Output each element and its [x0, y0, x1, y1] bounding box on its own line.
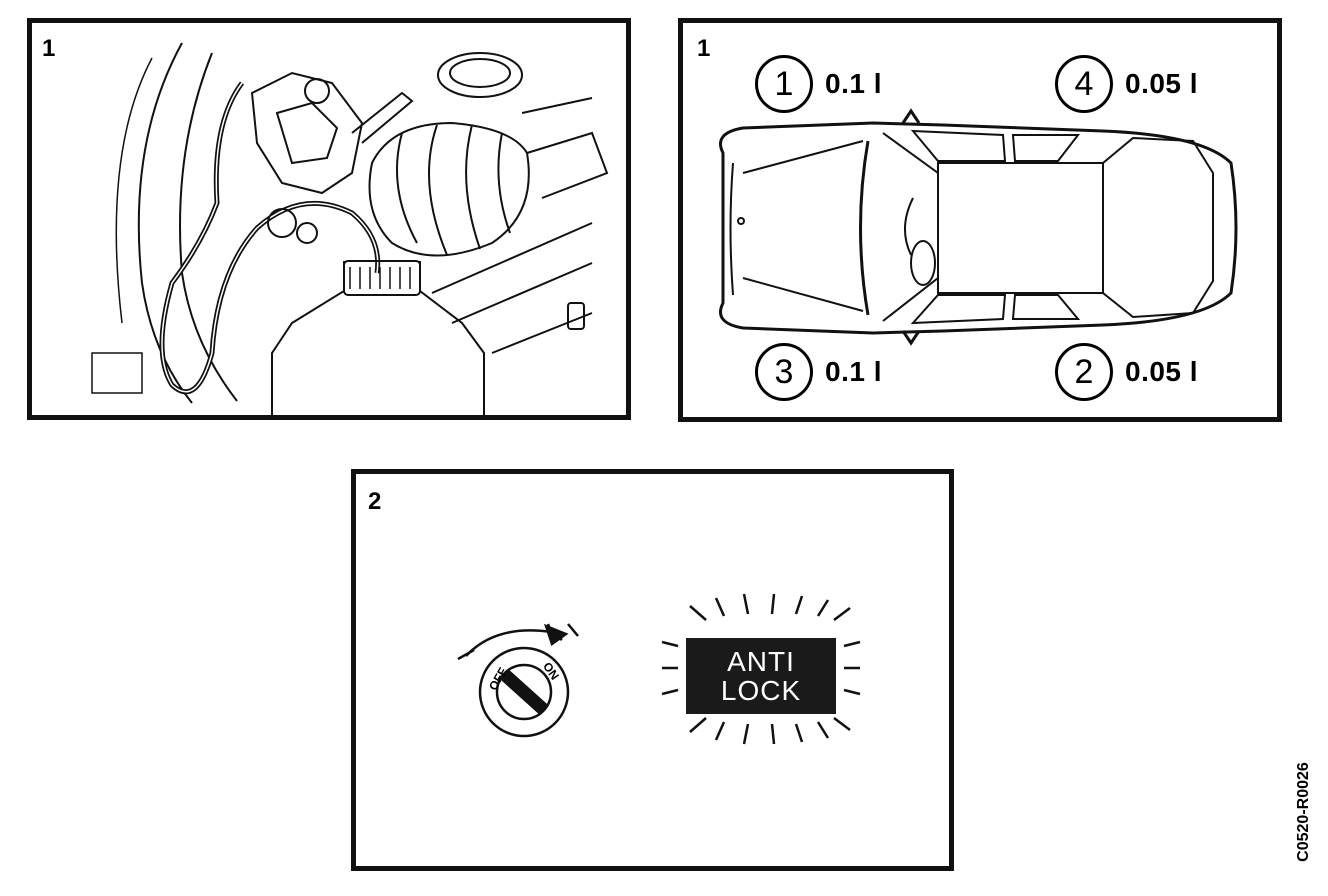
- wheel-1-number: 1: [755, 55, 813, 113]
- anti-lock-warning-light: ANTI LOCK: [686, 638, 836, 714]
- wheel-2-number: 2: [1055, 343, 1113, 401]
- wheel-4-number: 4: [1055, 55, 1113, 113]
- warning-line-1: ANTI: [727, 645, 795, 677]
- ignition-switch-drawing: [457, 623, 579, 738]
- wheel-4-quantity: 0.05 l: [1125, 68, 1199, 99]
- wheel-fluid-quantity-panel: 1 1 0.1 l 4 0.05 l 3 0.1 l 2 0.05 l: [678, 18, 1282, 422]
- wheel-1-label: 1 0.1 l: [755, 55, 882, 113]
- wheel-3-label: 3 0.1 l: [755, 343, 882, 401]
- panel-number: 2: [368, 488, 382, 515]
- wheel-2-quantity: 0.05 l: [1125, 356, 1199, 387]
- warning-line-2: LOCK: [720, 675, 802, 706]
- wheel-1-quantity: 0.1 l: [825, 68, 882, 99]
- reference-code: C0520-R0026: [1295, 762, 1312, 862]
- wheel-3-number: 3: [755, 343, 813, 401]
- panel-number: 1: [697, 35, 711, 62]
- wheel-4-label: 4 0.05 l: [1055, 55, 1198, 113]
- panel-number: 1: [42, 35, 56, 62]
- car-top-view-drawing: [719, 108, 1238, 346]
- ignition-warning-panel: 2 OFF ON ANTI LOCK: [351, 469, 954, 871]
- warning-light-rays: [661, 593, 861, 745]
- wheel-2-label: 2 0.05 l: [1055, 343, 1198, 401]
- wheel-3-quantity: 0.1 l: [825, 356, 882, 387]
- brake-bleeding-illustration-panel: 1: [27, 18, 631, 420]
- brake-caliper-drawing: [91, 42, 609, 415]
